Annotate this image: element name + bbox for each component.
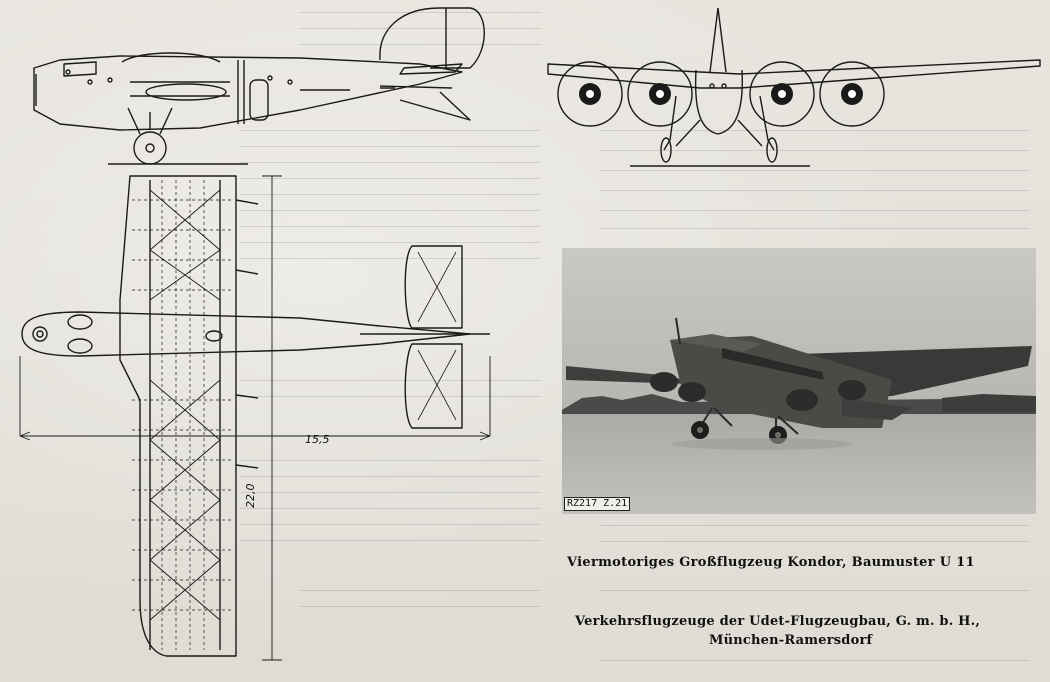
caption-sub-line-1: Verkehrsflugzeuge der Udet-Flugzeugbau, … — [575, 614, 981, 629]
photo-scene — [562, 248, 1036, 514]
front-view — [547, 7, 1041, 167]
dimension-length-label: 22,0 — [244, 483, 257, 509]
caption-sub-line-2: München-Ramersdorf — [709, 633, 873, 648]
photo-marker-label: RZ217 Z.21 — [564, 497, 631, 511]
caption-main: Viermotoriges Großflugzeug Kondor, Baumu… — [567, 555, 975, 570]
aircraft-photo: RZ217 Z.21 — [562, 248, 1036, 514]
plan-view — [19, 175, 491, 661]
dimension-span-label: 15,5 — [305, 433, 330, 446]
side-view — [33, 7, 485, 165]
